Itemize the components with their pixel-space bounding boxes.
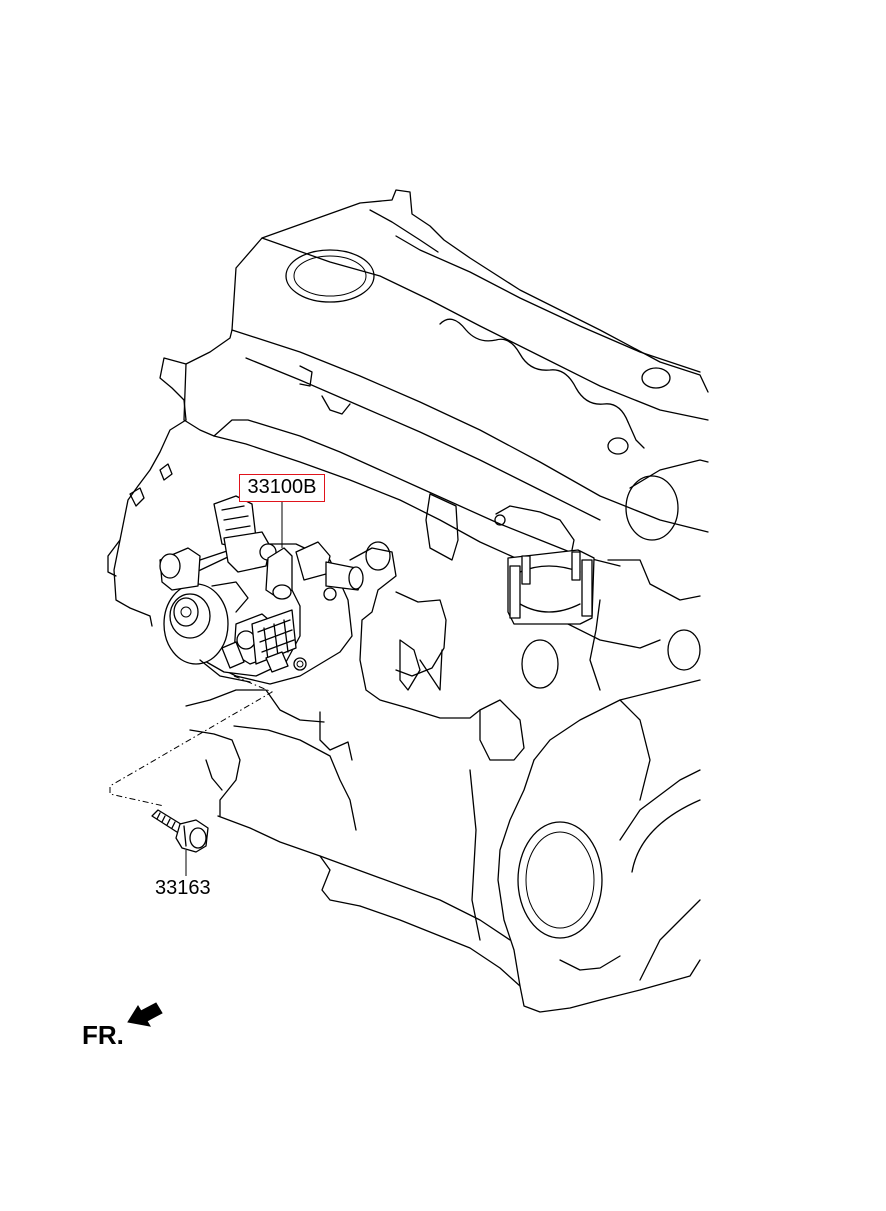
- front-direction-label: FR.: [82, 1020, 124, 1050]
- part-label-33100b[interactable]: 33100B: [239, 474, 325, 502]
- engine-block: [107, 189, 709, 1013]
- part-label-33163[interactable]: 33163: [155, 877, 211, 899]
- assembly-dash-line: [109, 675, 274, 807]
- bolt-33163: [151, 809, 209, 853]
- fuel-pump-33100b: [159, 495, 364, 685]
- front-arrow-icon: [127, 1002, 163, 1027]
